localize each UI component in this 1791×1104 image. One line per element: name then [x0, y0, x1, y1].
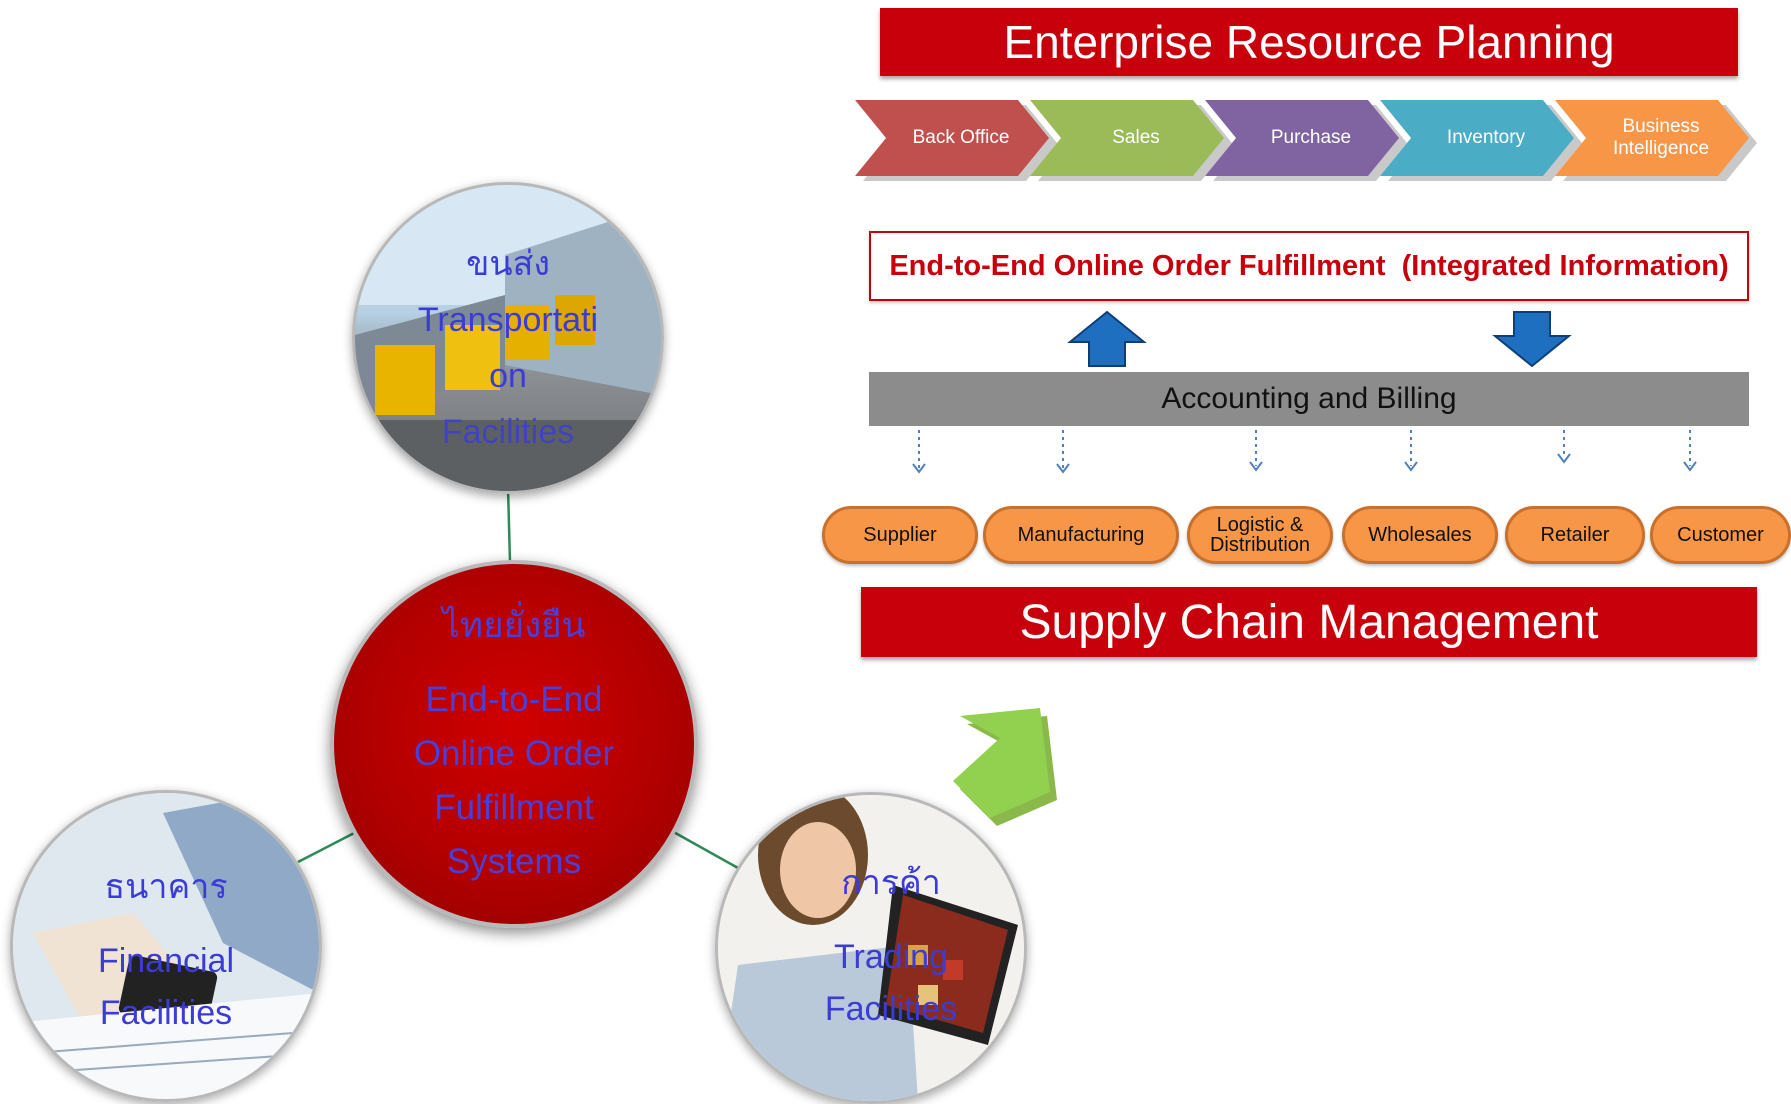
- trading-thai-label: การค้า: [841, 864, 941, 902]
- up-arrow-icon: [1067, 310, 1147, 367]
- scm-node-label: Distribution: [1209, 534, 1311, 556]
- scm-node-retailer: Retailer: [1505, 506, 1645, 564]
- dotted-arrows: [918, 430, 1691, 468]
- central-thai-label: ไทยยั่งยืน: [442, 606, 586, 645]
- transport-line-1: Transportati: [417, 301, 599, 339]
- scm-node-wholesales: Wholesales: [1342, 506, 1498, 564]
- trading-line-1: Trading: [833, 938, 949, 976]
- erp-module-label: Business: [1622, 116, 1700, 137]
- scm-node-label: Retailer: [1540, 524, 1610, 546]
- central-line-1: End-to-End: [425, 680, 603, 719]
- erp-module-label: Sales: [1112, 127, 1160, 148]
- scm-node-customer: Customer: [1650, 506, 1791, 564]
- scm-node-label: Wholesales: [1368, 524, 1472, 546]
- transport-line-3: Facilities: [441, 413, 575, 451]
- shopping-woman-image: [718, 795, 1024, 1101]
- calculator-image: [13, 793, 319, 1099]
- scm-node-manufacturing: Manufacturing: [983, 506, 1179, 564]
- down-arrow-icon: [1492, 311, 1572, 368]
- erp-module-inventory: Inventory: [1380, 100, 1574, 176]
- financial-line-2: Facilities: [99, 994, 233, 1032]
- erp-module-label: Inventory: [1446, 127, 1526, 148]
- scm-node-supplier: Supplier: [822, 506, 978, 564]
- central-line-2: Online Order: [413, 734, 615, 773]
- erp-modules: Back Office Sales Purchase Inventory Bus…: [855, 100, 1760, 181]
- fulfillment-integrated-info-box: End-to-End Online Order Fulfillment (Int…: [869, 231, 1749, 301]
- financial-line-1: Financial: [97, 942, 235, 980]
- truck-warehouse-image: [355, 185, 661, 491]
- dotted-arrow-heads: [912, 453, 1697, 474]
- central-fulfillment-circle: ไทยยั่งยืน End-to-End Online Order Fulfi…: [330, 560, 698, 928]
- scm-node-label: Logistic &: [1216, 514, 1304, 536]
- scm-node-label: Customer: [1677, 524, 1764, 546]
- scm-node-label: Manufacturing: [1017, 524, 1145, 546]
- accounting-billing-bar: Accounting and Billing: [869, 372, 1749, 426]
- fulfillment-label: End-to-End Online Order Fulfillment (Int…: [889, 249, 1729, 282]
- erp-module-label: Intelligence: [1612, 138, 1710, 159]
- erp-title-banner: Enterprise Resource Planning: [880, 8, 1738, 76]
- erp-module-business-intelligence: Business Intelligence: [1555, 100, 1749, 176]
- central-line-3: Fulfillment: [434, 788, 594, 827]
- scm-title-banner: Supply Chain Management: [861, 587, 1757, 657]
- transport-thai-label: ขนส่ง: [466, 245, 550, 283]
- financial-facilities-circle: ธนาคาร Financial Facilities: [10, 790, 322, 1102]
- erp-module-label: Purchase: [1270, 127, 1352, 148]
- scm-node-logistic-distribution: Logistic & Distribution: [1187, 506, 1333, 564]
- transportation-facilities-circle: ขนส่ง Transportati on Facilities: [352, 182, 664, 494]
- financial-thai-label: ธนาคาร: [104, 868, 228, 906]
- erp-module-purchase: Purchase: [1205, 100, 1399, 176]
- erp-module-sales: Sales: [1030, 100, 1224, 176]
- central-line-4: Systems: [446, 842, 582, 881]
- transport-line-2: on: [489, 357, 527, 395]
- erp-title-text: Enterprise Resource Planning: [1003, 16, 1615, 68]
- erp-module-back-office: Back Office: [855, 100, 1049, 176]
- trading-facilities-circle: การค้า Trading Facilities: [715, 792, 1027, 1104]
- connector-transport: [506, 487, 512, 563]
- accounting-label: Accounting and Billing: [1161, 382, 1457, 415]
- trading-line-2: Facilities: [824, 990, 958, 1028]
- erp-module-label: Back Office: [912, 127, 1010, 148]
- scm-node-label: Supplier: [863, 524, 937, 546]
- scm-title-text: Supply Chain Management: [1019, 595, 1599, 649]
